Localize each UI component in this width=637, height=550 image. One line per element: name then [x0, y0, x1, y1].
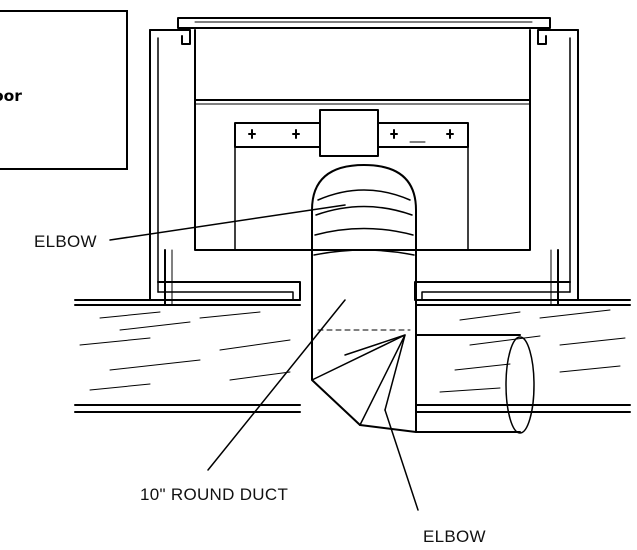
- box-top-flange: [177, 17, 551, 29]
- round-duct: [311, 284, 417, 336]
- callout-text: OLE IN WORK, with floor ctrical ng.: [0, 87, 22, 105]
- leader-round-duct: [207, 299, 346, 471]
- label-elbow-bottom: ELBOW: [423, 527, 486, 546]
- bottom-elbow: [311, 334, 406, 426]
- leader-elbow-top: [109, 204, 346, 241]
- label-round-duct: 10" ROUND DUCT: [140, 485, 289, 504]
- center-block: [319, 109, 379, 157]
- left-bracket: [234, 122, 321, 148]
- callout-box: OLE IN WORK, with floor ctrical ng.: [0, 10, 128, 170]
- label-elbow-top: ELBOW: [34, 232, 97, 251]
- floor-left: [74, 299, 301, 413]
- top-elbow: [311, 164, 417, 286]
- leader-elbow-bottom: [384, 409, 419, 511]
- inner-liner: [194, 29, 531, 251]
- floor-right: [415, 299, 631, 413]
